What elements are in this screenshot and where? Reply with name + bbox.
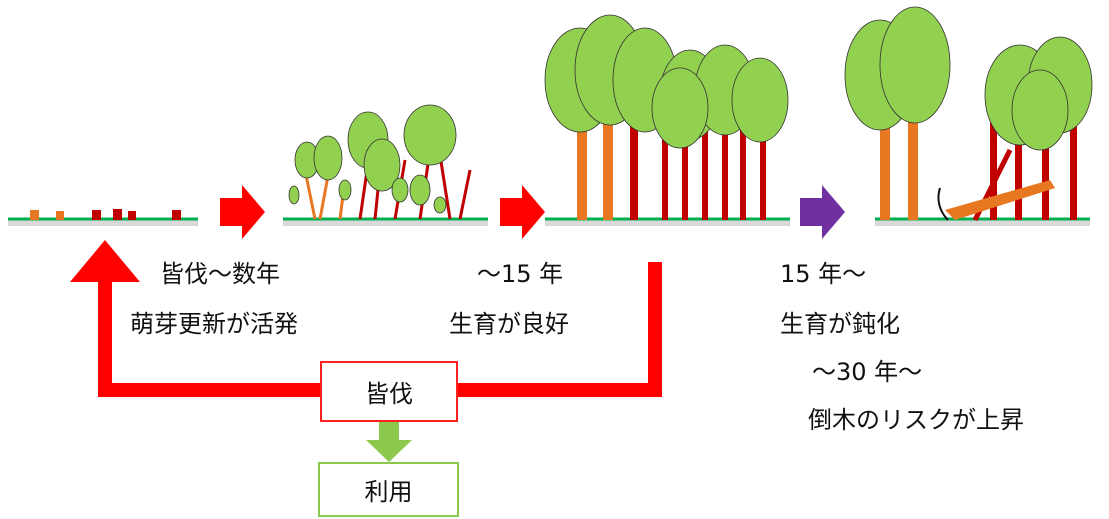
stage-decline-line-2: 生育が鈍化 (780, 310, 900, 338)
use-box: 利用 (318, 462, 459, 517)
stage-decline-line-4: 倒木のリスクが上昇 (808, 406, 1024, 434)
stage-decline-line-1: 15 年〜 (780, 260, 867, 288)
forest-stage-icon (283, 104, 488, 226)
arrow-right-icon (500, 185, 545, 239)
forest-stage-icon (844, 6, 1093, 226)
arrow-right-icon (220, 185, 265, 239)
forest-stage-icon (8, 209, 198, 226)
stage-growth-line-2: 生育が良好 (449, 310, 569, 338)
stage-growth-line-1: 〜15 年 (477, 260, 564, 288)
stage-clearcut-line-1: 皆伐〜数年 (160, 260, 280, 288)
stage-decline-line-3: 〜30 年〜 (812, 358, 923, 386)
forest-stage-icon (544, 14, 790, 226)
arrow-up-icon (70, 240, 140, 282)
arrow-down-icon (366, 422, 412, 462)
harvest-box: 皆伐 (320, 361, 458, 422)
stage-clearcut-line-2: 萌芽更新が活発 (130, 310, 298, 338)
arrow-right-icon (800, 185, 845, 239)
